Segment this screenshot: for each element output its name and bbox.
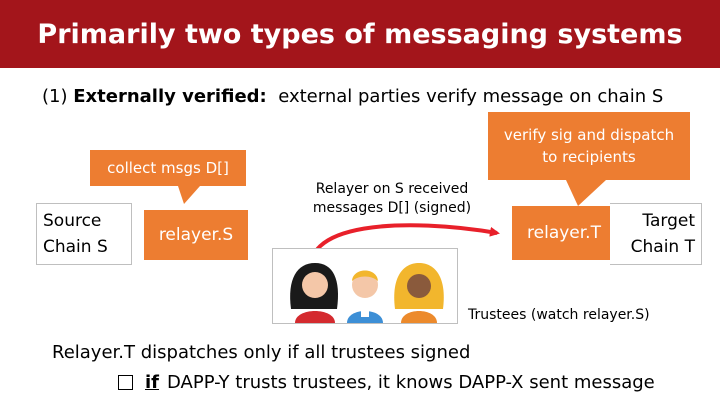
trustee-avatar-1: [290, 263, 338, 323]
relayer-s-box: relayer.S: [144, 210, 248, 260]
verify-callout-line1: verify sig and dispatch: [504, 124, 674, 146]
trustees-box: [272, 248, 458, 324]
checkbox-bullet-icon: [118, 375, 133, 390]
trustee-avatar-3: [394, 263, 444, 323]
target-chain-box: Target Chain T: [610, 203, 702, 265]
source-chain-line2: Chain S: [43, 234, 108, 260]
bottom-line-1: Relayer.T dispatches only if all trustee…: [52, 342, 470, 363]
target-chain-line1: Target: [631, 208, 695, 234]
relayer-t-label: relayer.T: [527, 223, 601, 243]
received-note: Relayer on S received messages D[] (sign…: [292, 180, 492, 218]
relayer-s-label: relayer.S: [159, 225, 233, 245]
collect-callout-text: collect msgs D[]: [107, 159, 229, 178]
target-chain-line2: Chain T: [631, 234, 695, 260]
trustees-illustration: [273, 249, 457, 323]
verify-callout-line2: to recipients: [542, 146, 635, 168]
trustees-note: Trustees (watch relayer.S): [468, 306, 650, 325]
if-word: if: [145, 372, 159, 393]
relayer-t-box: relayer.T: [512, 206, 616, 260]
bottom-line-2: if DAPP-Y trusts trustees, it knows DAPP…: [118, 372, 655, 393]
trustee-avatar-2: [347, 271, 383, 324]
source-chain-box: Source Chain S: [36, 203, 132, 265]
received-note-line1: Relayer on S received: [292, 180, 492, 199]
received-note-line2: messages D[] (signed): [292, 199, 492, 218]
collect-callout: collect msgs D[]: [90, 150, 246, 186]
verify-callout: verify sig and dispatch to recipients: [488, 112, 690, 180]
bottom-line-2-rest: DAPP-Y trusts trustees, it knows DAPP-X …: [167, 372, 655, 393]
source-chain-line1: Source: [43, 208, 108, 234]
